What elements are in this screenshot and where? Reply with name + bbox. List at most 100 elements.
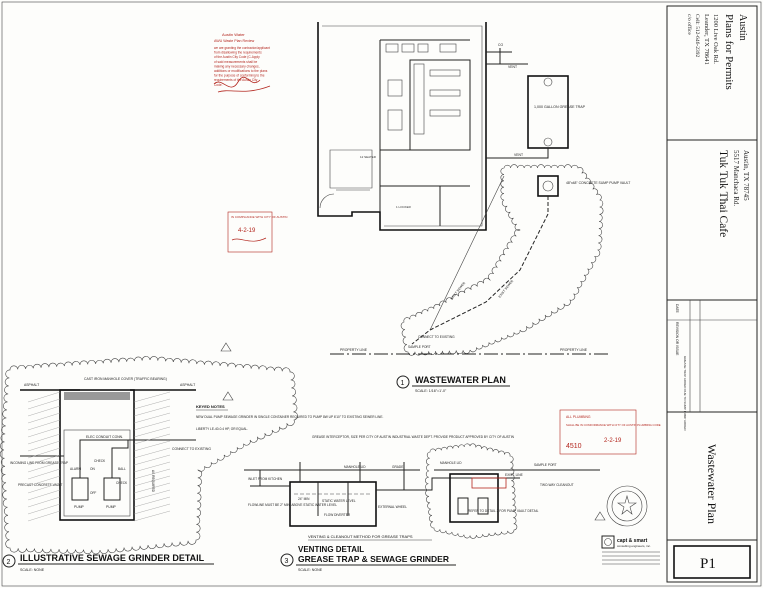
check-label-2: CHECK xyxy=(116,481,128,485)
firm-name: Austin xyxy=(737,14,748,41)
review-stamp-line: additions or modifications to the plans xyxy=(214,69,268,73)
flow-diverter-label: FLOW DIVERTER xyxy=(324,513,351,517)
two-way-label: TWO-WAY CLEANOUT xyxy=(540,483,574,487)
hatch-line xyxy=(27,391,61,403)
review-stamp-line: from disallowing the requirements xyxy=(214,51,262,55)
hatch-line xyxy=(27,496,61,508)
firm-address-1: 1200 Live Oak Rd. xyxy=(712,14,719,64)
sump-pump-vault xyxy=(537,175,559,197)
detail-1-title: WASTEWATER PLAN xyxy=(415,375,506,385)
review-stamp: Austin Water AWU Waste Plan Review we ar… xyxy=(213,32,287,253)
grease-trap xyxy=(527,75,569,149)
hatch-line xyxy=(27,447,61,459)
connect-label: CONNECT TO EXISTING xyxy=(418,335,455,339)
detail-1-marker xyxy=(396,375,410,389)
method-caption: VENTING & CLEANOUT METHOD FOR GREASE TRA… xyxy=(308,534,413,539)
soil-hatch xyxy=(27,391,171,522)
depth-label: AS REQUIRED xyxy=(151,470,155,493)
project-name: Tuk Tuk Thai Cafe xyxy=(717,150,729,237)
wastewater-plan: 12 SEATER 1 LOCKER 1,000 GALLON GREASE T… xyxy=(220,22,630,401)
hatch-line xyxy=(133,482,171,494)
refer-label: REFER TO DETAIL 2 FOR PUMP VAULT DETAIL xyxy=(468,509,539,513)
review-stamp-title: Austin Water xyxy=(222,32,245,37)
to-existing-label: CONNECT TO EXISTING xyxy=(172,447,211,451)
hatch-line xyxy=(133,447,171,459)
hatch-line xyxy=(133,503,171,515)
grinder-cloud xyxy=(0,356,298,555)
hatch-line xyxy=(27,440,61,452)
hatch-line xyxy=(133,461,171,473)
sump-label: 48"x48" CONCRETE SUMP PUMP VAULT xyxy=(566,181,630,185)
svg-text:1 LOCKER: 1 LOCKER xyxy=(396,205,412,209)
equipment-item xyxy=(387,109,403,131)
interior-walls xyxy=(379,39,471,226)
hatch-line xyxy=(133,489,171,501)
city-stamp-a-signature xyxy=(231,237,267,242)
equipment-item xyxy=(413,63,425,135)
hatch-line xyxy=(27,510,61,522)
hatch-line xyxy=(27,503,61,515)
venting-detail: GREASE INTERCEPTOR, SIZE PER CITY OF AUS… xyxy=(244,435,606,572)
manhole-cover xyxy=(64,392,130,400)
equipment-item xyxy=(429,89,461,97)
detail-3-title-2: GREASE TRAP & SEWAGE GRINDER xyxy=(298,554,449,564)
check-label-1: CHECK xyxy=(94,459,106,463)
pump-1 xyxy=(71,477,89,501)
vault-detail-3 xyxy=(449,473,499,523)
precast-vault xyxy=(59,389,135,521)
hatch-line xyxy=(133,426,171,438)
hatch-line xyxy=(27,419,61,431)
hatch-line xyxy=(133,475,171,487)
revision-label: REVISION OR ISSUE xyxy=(675,322,679,356)
sheet-title: Wastewater Plan xyxy=(705,444,719,524)
review-stamp-line: making any necessary changes, xyxy=(214,64,260,68)
dim-label: 24" MIN xyxy=(298,497,310,501)
detail-1-scale: SCALE: 1/16"=1'-0" xyxy=(415,389,447,393)
equipment-item xyxy=(387,79,403,97)
revision-cloud xyxy=(400,164,604,356)
vent-cloud xyxy=(425,443,518,539)
sewer-piping xyxy=(486,48,549,159)
off-label: OFF xyxy=(90,491,96,495)
asphalt-left-label: ASPHALT xyxy=(24,383,39,387)
red-callout xyxy=(471,477,507,489)
detail-3-title-1: VENTING DETAIL xyxy=(298,545,364,554)
building-outline xyxy=(317,22,487,231)
grinder-detail: ASPHALT ASPHALT CAST IRON MANHOLE COVER … xyxy=(0,356,383,572)
title-block: Austin Plans for Permits 1200 Live Oak R… xyxy=(666,5,758,583)
detail-3-scale: SCALE: NONE xyxy=(298,568,323,572)
firm-address-2: Leander, TX 78641 xyxy=(703,14,710,65)
hatch-line xyxy=(27,412,61,424)
vent-risers xyxy=(259,462,405,490)
cleanout-label: CO xyxy=(498,43,503,47)
sheet-number: P1 xyxy=(700,556,716,572)
svg-text:MANHOLE LID: MANHOLE LID xyxy=(440,461,462,465)
force-main-line xyxy=(429,175,505,331)
exist-sewer-line xyxy=(411,196,549,345)
consultant-logo-icon xyxy=(601,535,615,549)
city-stamp-a-text: IN COMPLIANCE WITH CITY OF AUSTIN xyxy=(231,215,287,219)
elec-conduit-label: ELEC CONDUIT CONN. xyxy=(86,435,123,439)
review-stamp-line: for the purpose of conforming to the xyxy=(214,74,265,78)
detail-2-title: ILLUSTRATIVE SEWAGE GRINDER DETAIL xyxy=(20,553,205,563)
precast-label: PRECAST CONCRETE VAULT xyxy=(18,483,63,487)
consultant-name: capt & smart xyxy=(617,538,648,544)
door-swing xyxy=(319,193,335,209)
city-stamp-b-text: SHALL BE IN CONFORMANCE WITH CITY OF AUS… xyxy=(566,423,661,427)
hatch-line xyxy=(27,482,61,494)
dining-area xyxy=(329,149,373,191)
detail-2-scale: SCALE: NONE xyxy=(20,568,45,572)
date-label: DATE xyxy=(675,304,679,314)
external-wheel-label: EXTERNAL WHEEL xyxy=(378,505,407,509)
sheet-number-box xyxy=(673,545,751,579)
hatch-line xyxy=(27,398,61,410)
kitchen-equipment xyxy=(385,43,461,135)
review-stamp-line: of said measurements shall be xyxy=(214,60,257,64)
hatch-line xyxy=(133,398,171,410)
engineer-seal xyxy=(606,485,648,527)
manhole-lid-label: MANHOLE LID xyxy=(344,465,366,469)
vent-label: VENT xyxy=(508,65,517,69)
city-stamp-a xyxy=(227,211,273,253)
